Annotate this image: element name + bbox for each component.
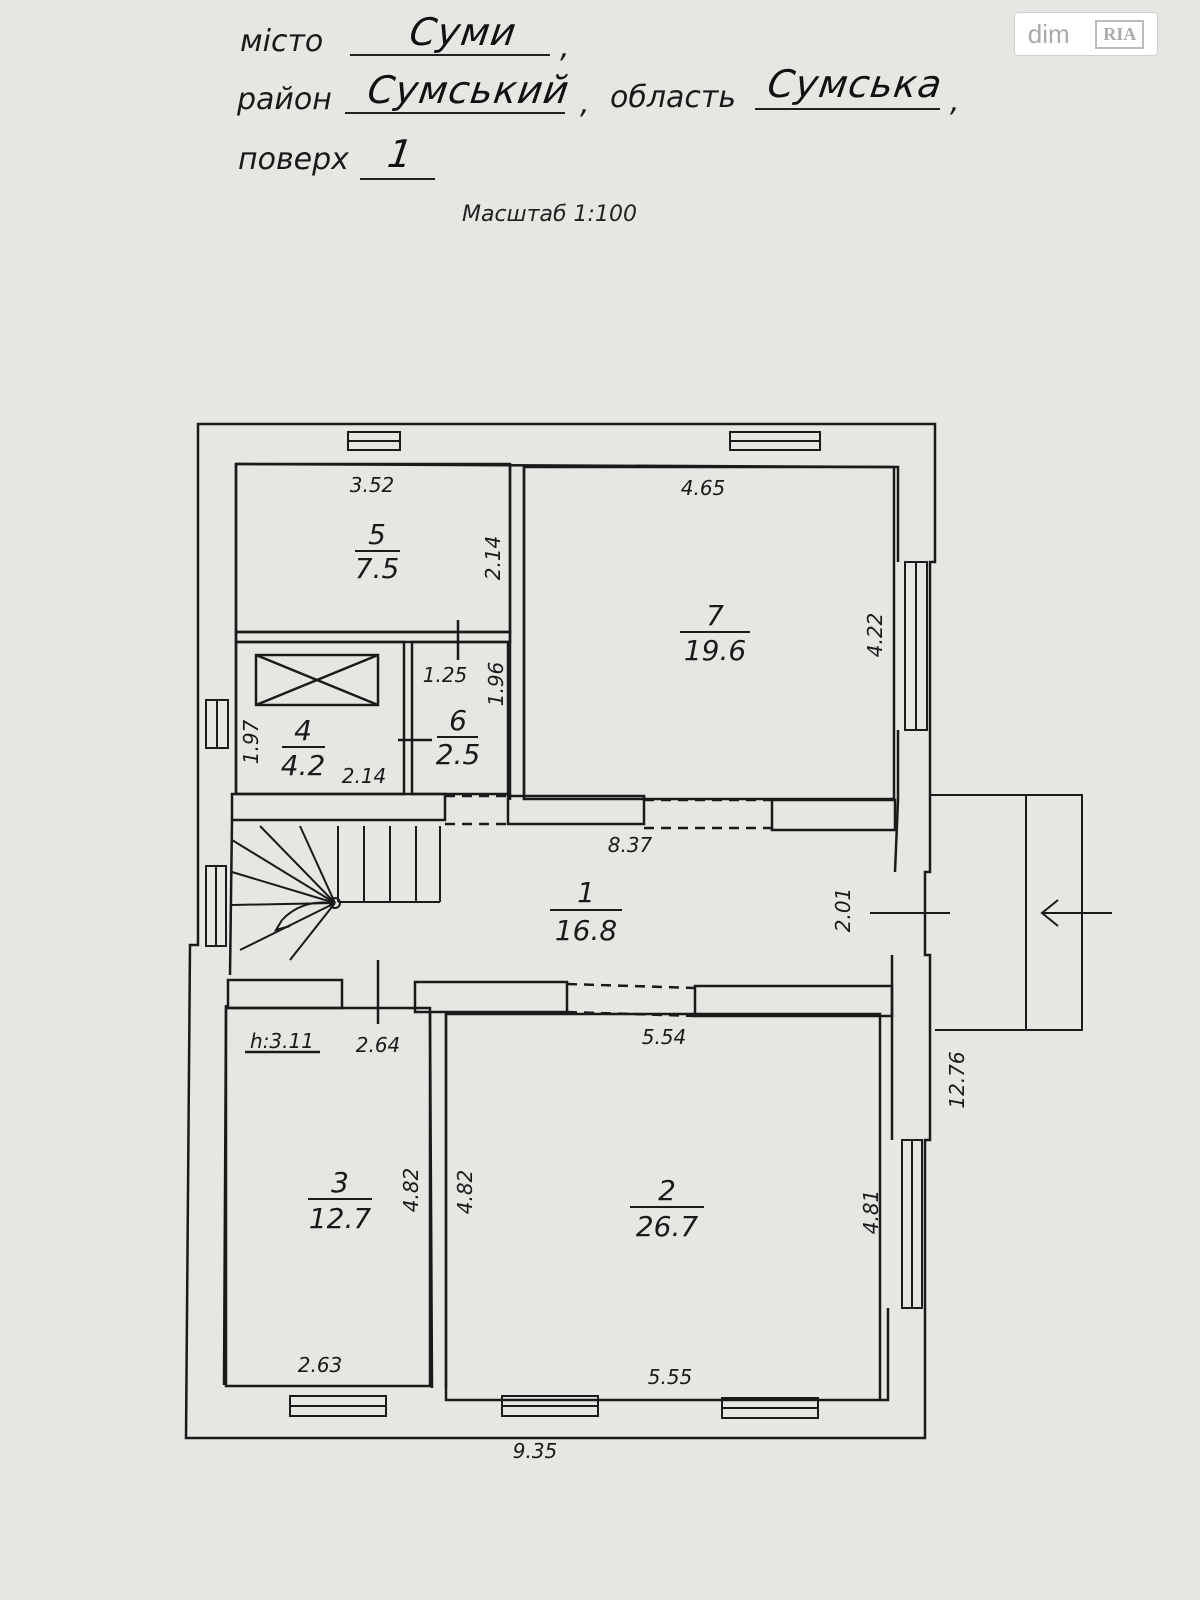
room-6-number: 6 <box>449 704 467 737</box>
dimria-watermark: dim RIA <box>1014 12 1158 56</box>
room-labels: 5 7.5 7 19.6 4 4.2 6 2.5 1 16.8 3 12.7 2… <box>281 518 750 1243</box>
shaft-box <box>254 653 380 707</box>
entrance-porch <box>870 794 1112 1031</box>
dim-4-81: 4.81 <box>859 1190 883 1235</box>
dim-4-82-a: 4.82 <box>399 1168 423 1213</box>
dim-9-35: 9.35 <box>513 1439 558 1463</box>
dim-5-54: 5.54 <box>642 1025 687 1049</box>
corridor-top-wall <box>230 792 447 822</box>
corridor-bottom-wall <box>226 978 344 1010</box>
dim-1-97: 1.97 <box>239 719 263 764</box>
room-6-area: 2.5 <box>436 738 481 771</box>
room-2-number: 2 <box>658 1174 676 1207</box>
dim-5-55: 5.55 <box>648 1365 693 1389</box>
room-5-area: 7.5 <box>355 552 400 585</box>
room-3-number: 3 <box>331 1166 349 1199</box>
dim-2-64: 2.64 <box>356 1033 401 1057</box>
room-3-area: 12.7 <box>309 1202 372 1235</box>
dim-2-14-a: 2.14 <box>481 536 505 581</box>
room-1-area: 16.8 <box>555 914 617 947</box>
ceiling-height-label: h:3.11 <box>250 1029 314 1053</box>
dimension-labels: 3.52 4.65 2.14 4.22 1.25 1.96 1.97 2.14 … <box>239 473 969 1463</box>
dim-4-22: 4.22 <box>863 613 887 658</box>
watermark-dim-text: dim <box>1027 18 1070 49</box>
room-5-number: 5 <box>368 518 386 551</box>
region-underline <box>755 108 940 110</box>
room-4-area: 4.2 <box>281 749 326 782</box>
floor-underline <box>360 178 435 180</box>
district-underline <box>345 112 565 114</box>
city-underline <box>350 54 550 56</box>
dim-2-14-b: 2.14 <box>342 764 387 788</box>
dim-1-96: 1.96 <box>484 662 508 707</box>
dim-3-52: 3.52 <box>350 473 395 497</box>
dim-2-63: 2.63 <box>298 1353 343 1377</box>
dim-2-01: 2.01 <box>831 888 855 933</box>
room-2-area: 26.7 <box>636 1210 699 1243</box>
district-label: район <box>237 82 332 117</box>
room-4-number: 4 <box>294 714 312 747</box>
room-7-area: 19.6 <box>684 634 746 667</box>
inner-wall-line <box>235 462 900 1402</box>
dim-4-65: 4.65 <box>681 476 726 500</box>
dim-4-82-b: 4.82 <box>453 1170 477 1215</box>
room-1-number: 1 <box>577 876 595 909</box>
district-comma: , <box>580 86 590 121</box>
region-comma: , <box>950 84 960 119</box>
dim-8-37: 8.37 <box>608 833 653 857</box>
dim-1-25: 1.25 <box>423 663 468 687</box>
city-comma: , <box>560 30 570 65</box>
scale-label: Масштаб 1:100 <box>462 202 637 227</box>
room-7-number: 7 <box>706 599 724 632</box>
region-label: область <box>610 80 737 115</box>
dim-12-76: 12.76 <box>945 1051 969 1108</box>
floor-label: поверх <box>238 142 349 177</box>
watermark-ria-text: RIA <box>1095 19 1145 49</box>
city-label: місто <box>240 24 324 59</box>
staircase <box>231 825 441 961</box>
outer-wall-outer <box>184 422 937 1440</box>
windows <box>205 431 928 1419</box>
